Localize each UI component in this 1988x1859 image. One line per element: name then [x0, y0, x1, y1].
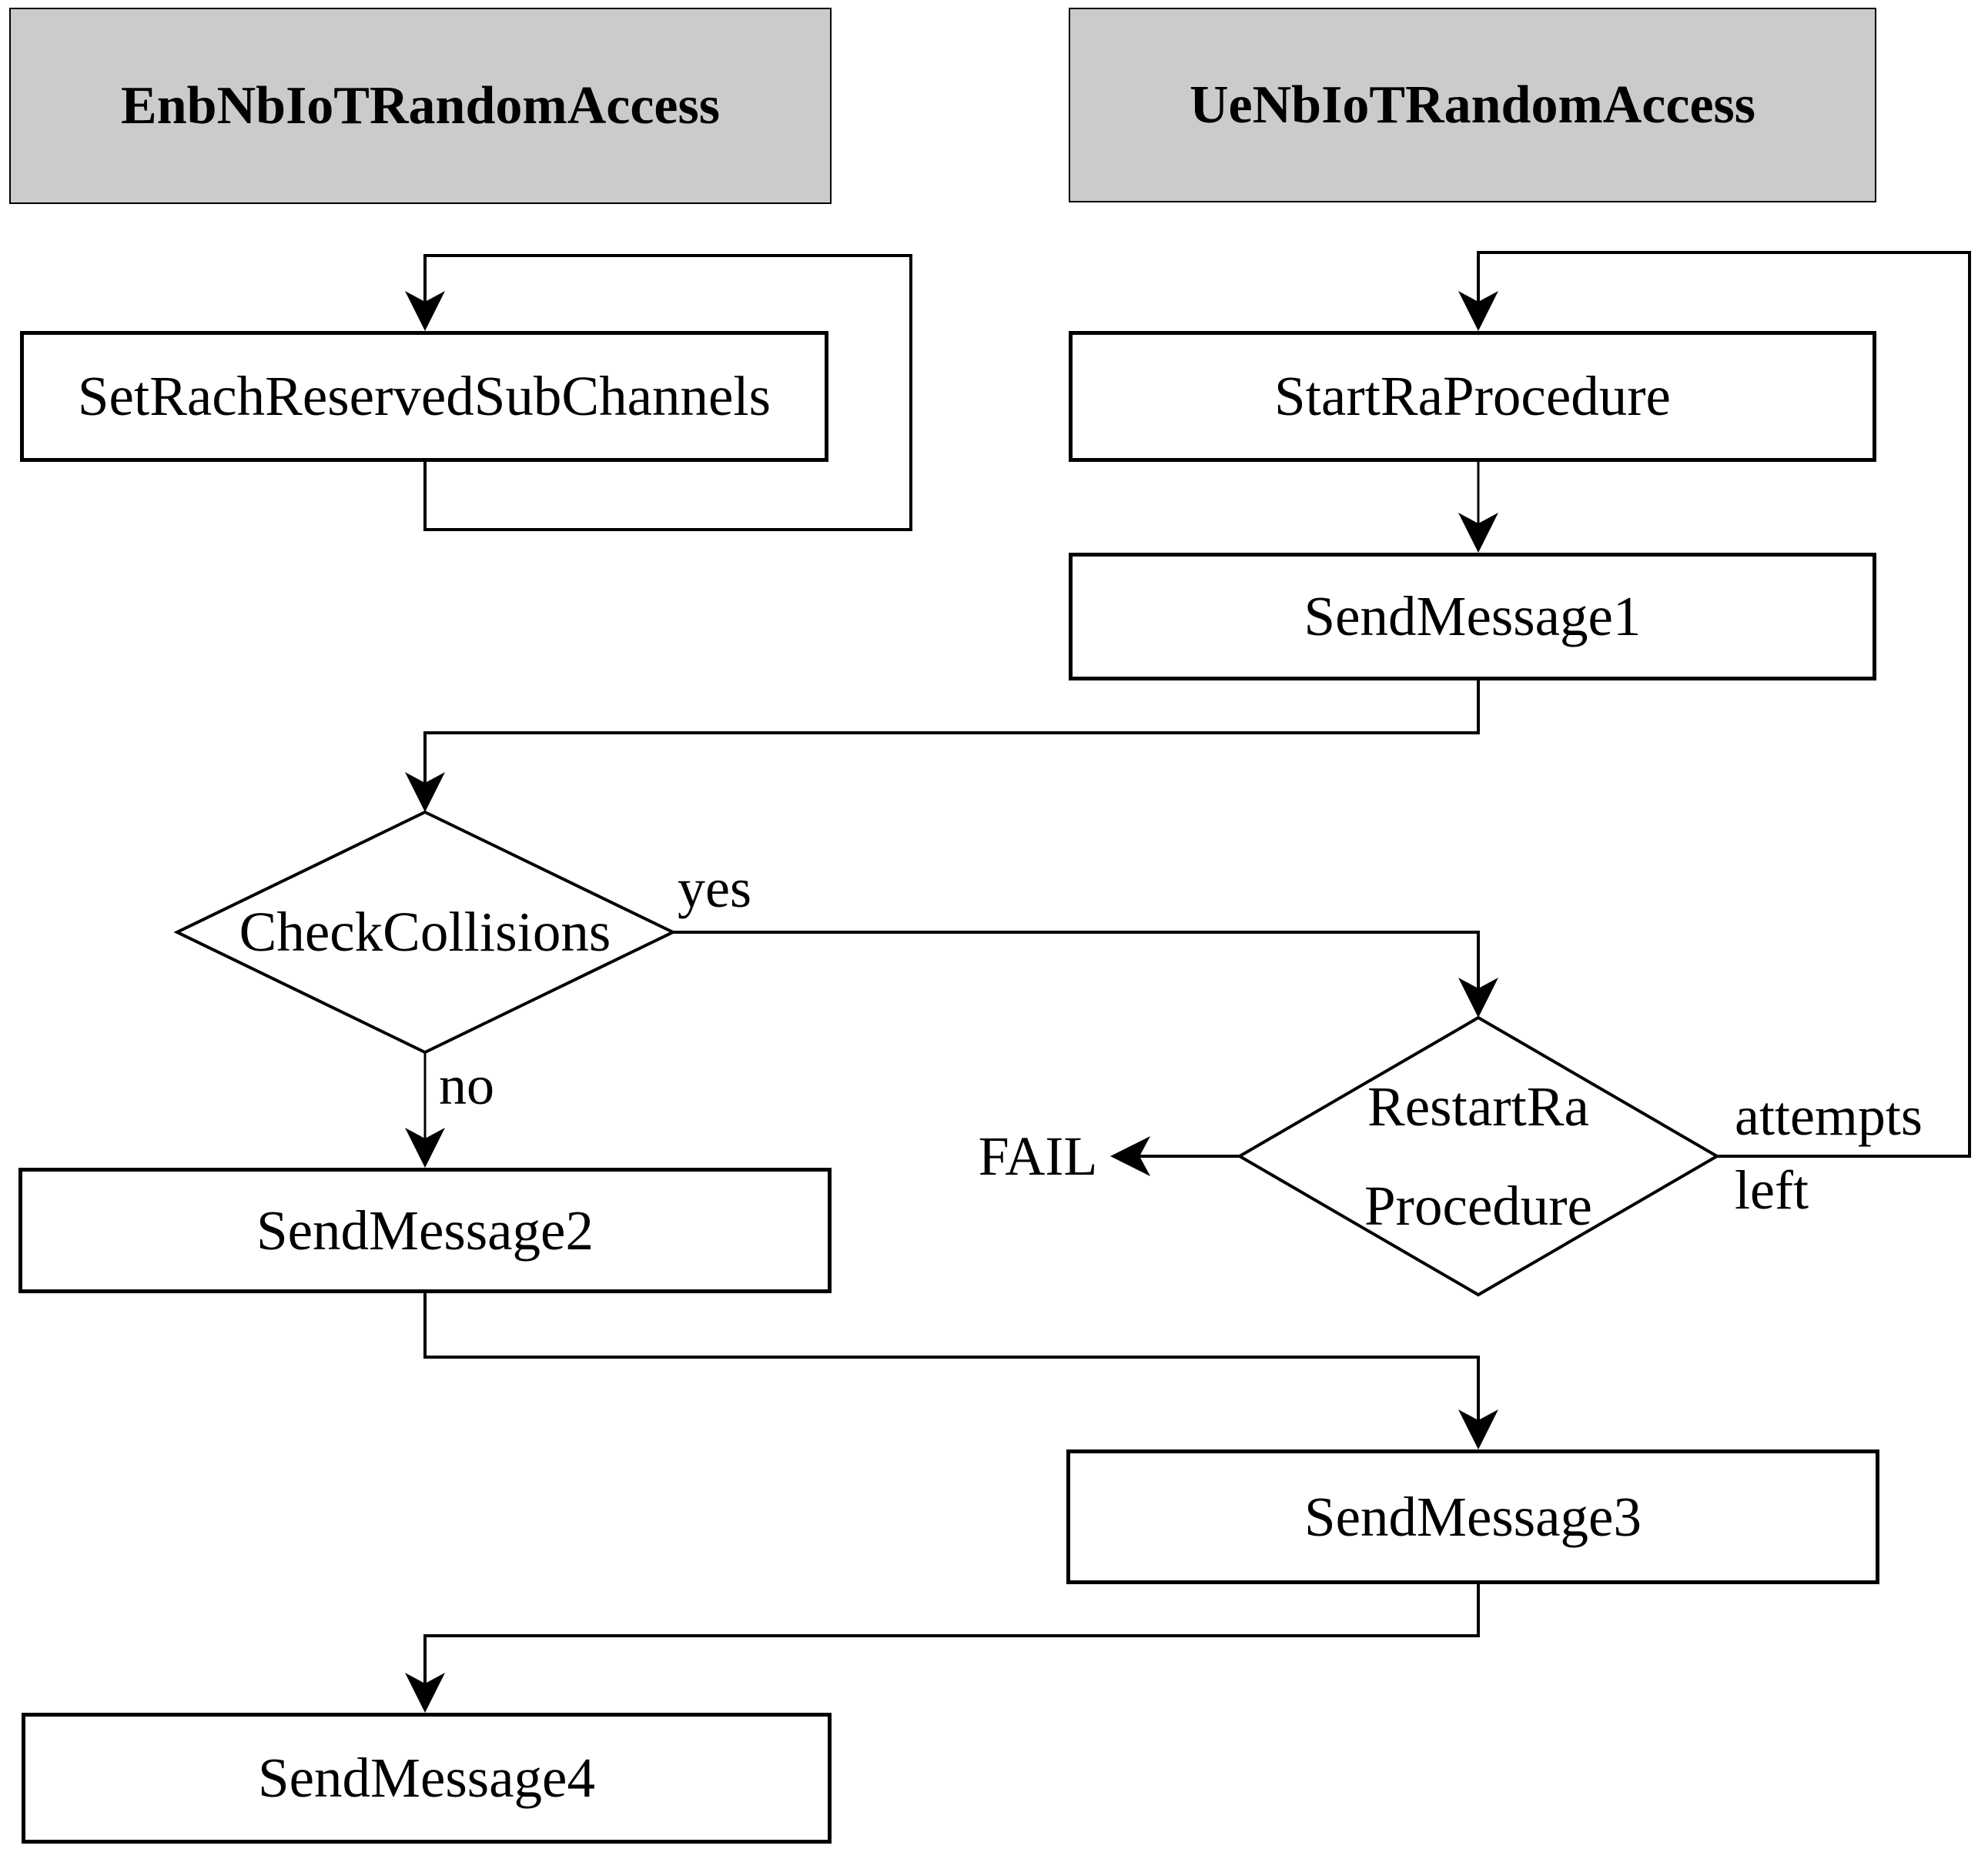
edge-attempts-left-loop — [1477, 251, 1971, 1158]
edge-setrach-self-loop — [423, 254, 912, 531]
node-send-message2-label: SendMessage2 — [256, 1199, 594, 1262]
arrowhead-fail — [1110, 1136, 1150, 1176]
edge-sendmessage3-to-sendmessage4 — [423, 1584, 1480, 1708]
decision-restart-ra-shape — [1237, 1015, 1720, 1297]
edge-yes-to-restartra — [673, 931, 1480, 1013]
node-start-ra-procedure: StartRaProcedure — [1069, 331, 1876, 462]
label-fail: FAIL — [978, 1125, 1098, 1187]
header-enb-label: EnbNbIoTRandomAccess — [121, 75, 720, 135]
label-attempts-left: left — [1735, 1159, 1809, 1221]
arrowhead-into-sendmessage2 — [405, 1128, 445, 1168]
edge-sendmessage1-to-checkcollisions — [423, 680, 1480, 807]
node-send-message3: SendMessage3 — [1066, 1449, 1879, 1584]
arrowhead-into-sendmessage1 — [1458, 513, 1498, 553]
node-send-message2: SendMessage2 — [18, 1168, 832, 1293]
node-send-message1-label: SendMessage1 — [1304, 585, 1642, 647]
node-send-message3-label: SendMessage3 — [1304, 1485, 1642, 1548]
arrowhead-into-sendmessage4 — [405, 1673, 445, 1713]
arrowhead-into-restartra — [1458, 978, 1498, 1018]
node-send-message4-label: SendMessage4 — [258, 1747, 595, 1809]
node-set-rach-reserved-sub-channels: SetRachReservedSubChannels — [20, 331, 828, 462]
label-yes: yes — [678, 858, 751, 919]
header-enb-nbiot-random-access: EnbNbIoTRandomAccess — [9, 8, 832, 204]
arrowhead-into-setrach — [405, 291, 445, 331]
node-send-message4: SendMessage4 — [22, 1713, 832, 1844]
header-ue-nbiot-random-access: UeNbIoTRandomAccess — [1069, 8, 1876, 202]
node-send-message1: SendMessage1 — [1069, 553, 1876, 680]
arrowhead-into-startra — [1458, 291, 1498, 331]
label-no: no — [439, 1055, 494, 1116]
node-set-rach-label: SetRachReservedSubChannels — [77, 365, 771, 427]
node-start-ra-label: StartRaProcedure — [1274, 365, 1671, 427]
label-attempts: attempts — [1735, 1085, 1923, 1147]
edge-sendmessage2-to-sendmessage3 — [423, 1293, 1480, 1445]
decision-check-collisions-shape — [173, 810, 677, 1055]
header-ue-label: UeNbIoTRandomAccess — [1190, 75, 1755, 135]
arrowhead-into-sendmessage3 — [1458, 1409, 1498, 1449]
arrowhead-into-checkcollisions — [405, 772, 445, 812]
